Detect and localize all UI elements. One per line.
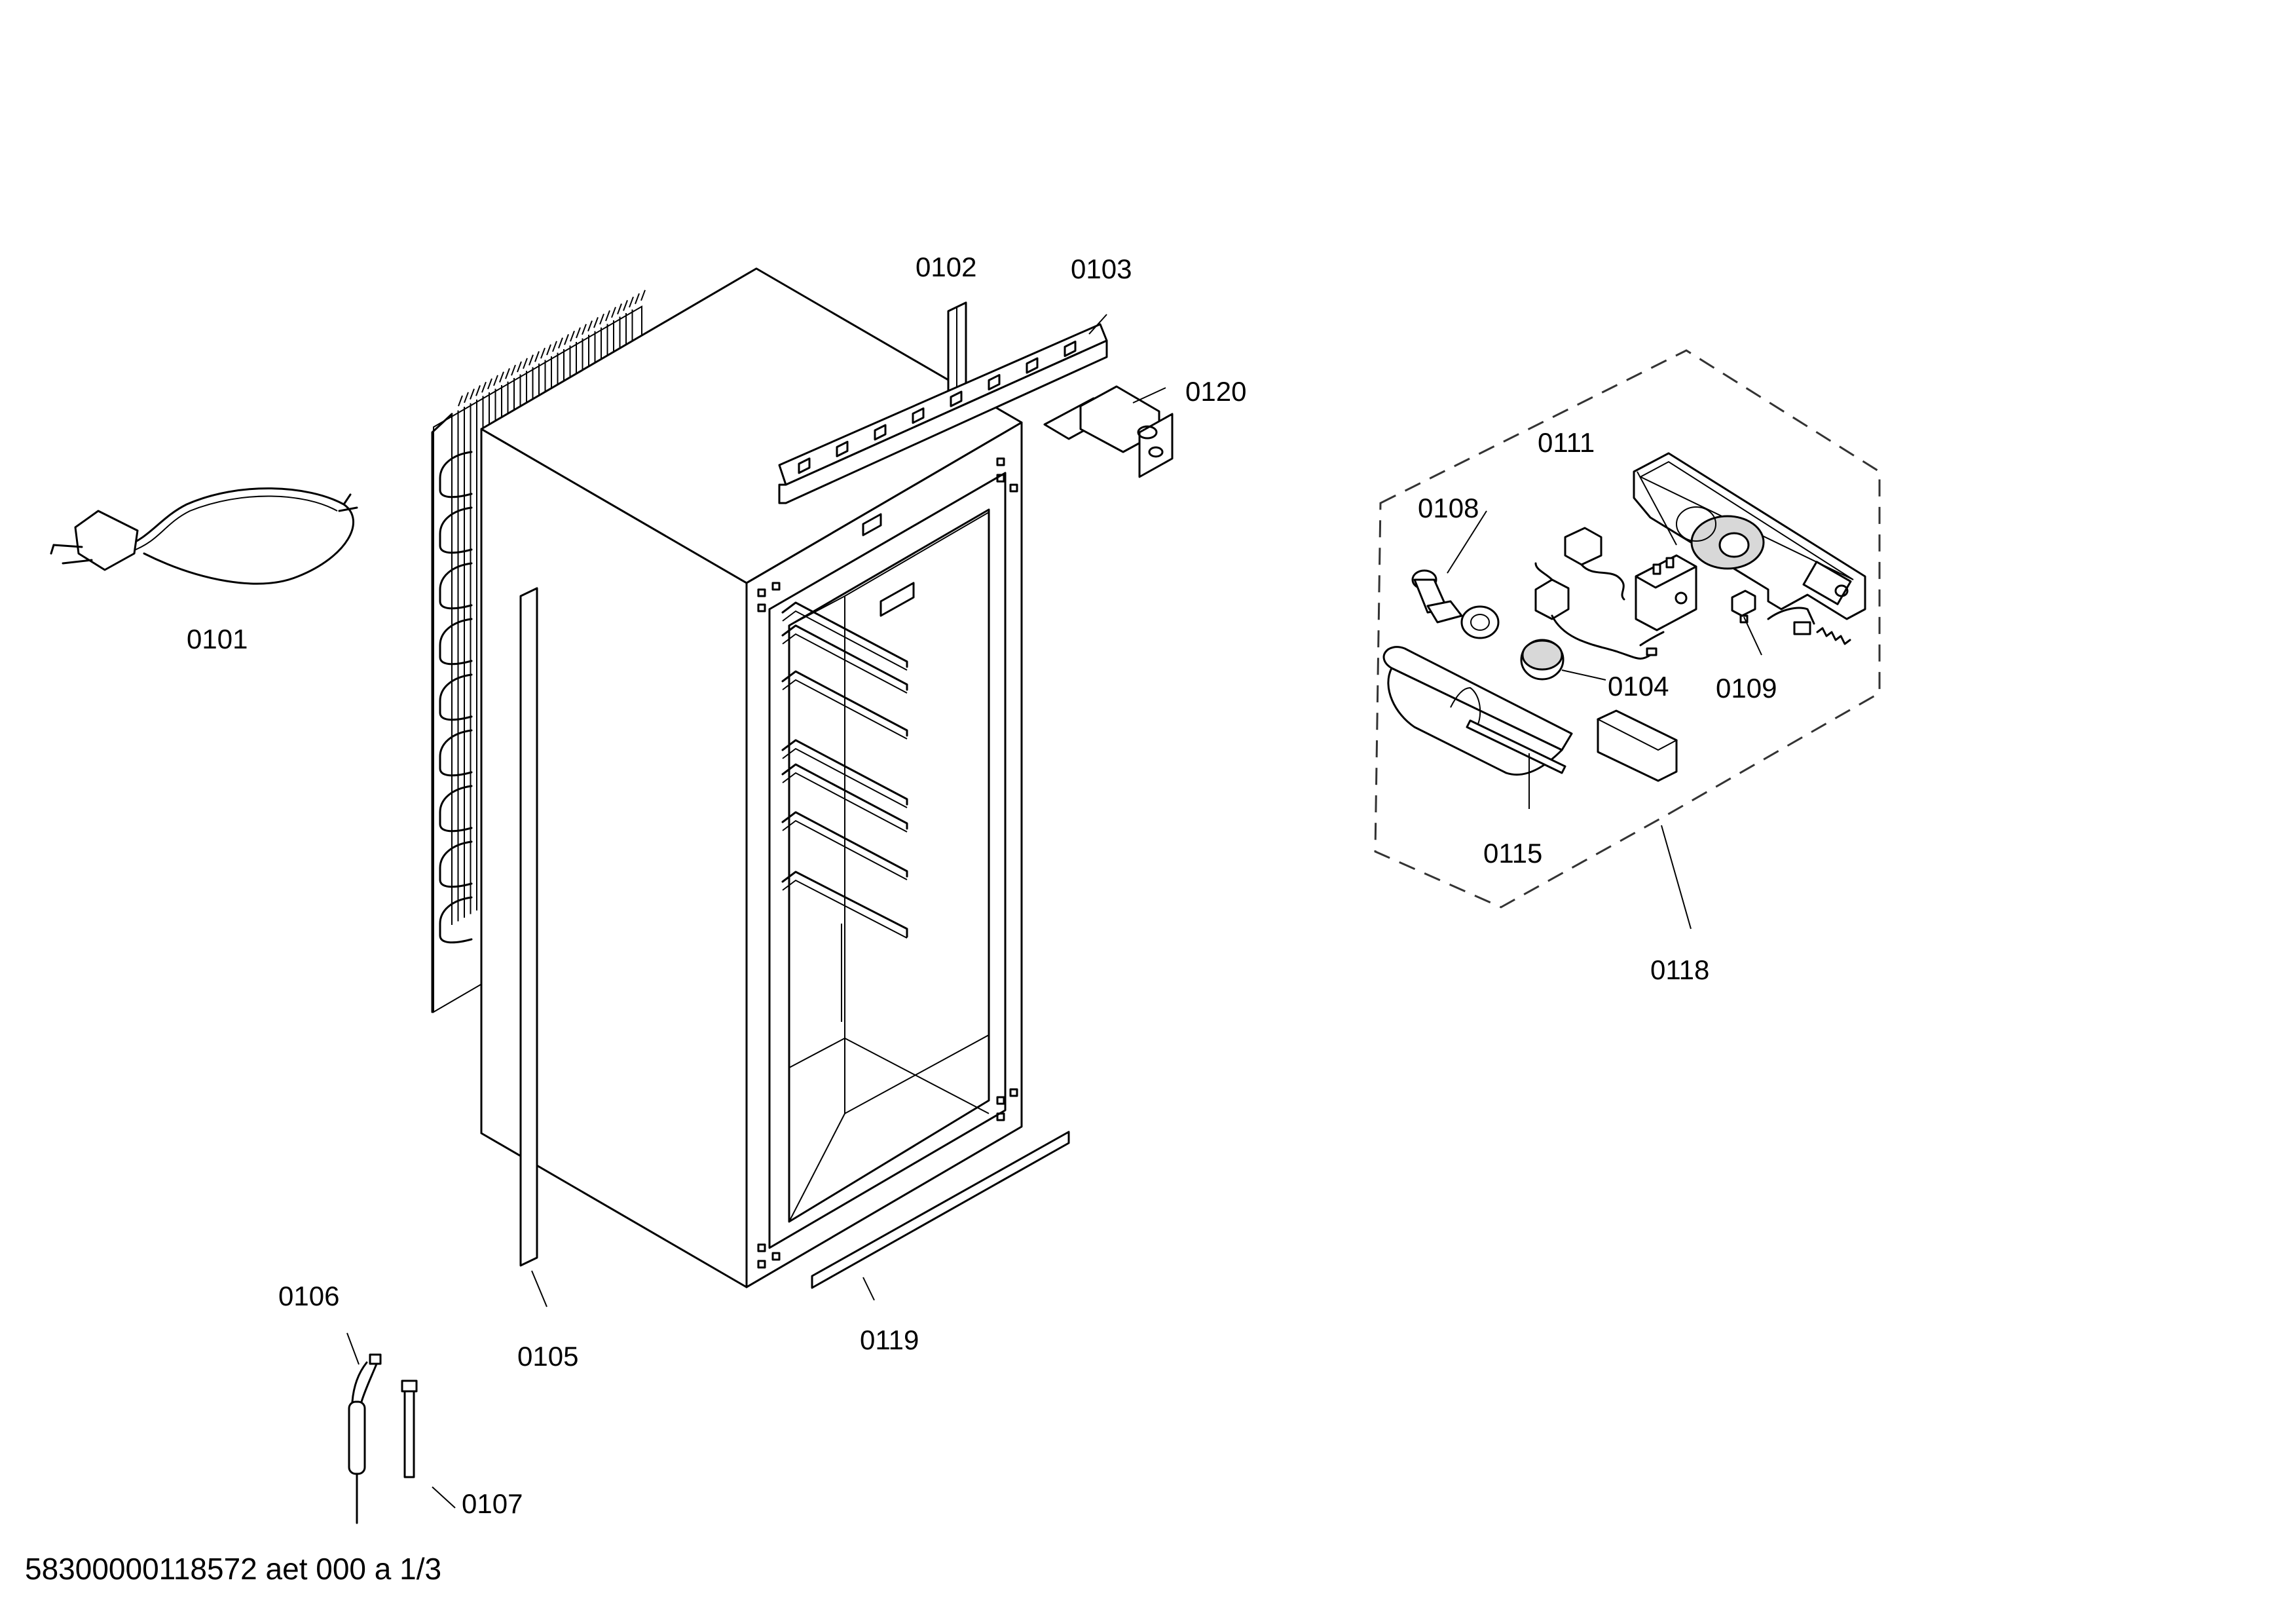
part-0118-control-kit-boundary bbox=[1374, 349, 1881, 909]
part-0119-strip bbox=[811, 1131, 1070, 1289]
part-0111-switch bbox=[1534, 527, 1697, 660]
leader-lines bbox=[346, 314, 1762, 1509]
part-0105-strip bbox=[519, 587, 538, 1267]
label-0111: 0111 bbox=[1538, 427, 1595, 458]
part-0102-bracket bbox=[947, 301, 967, 398]
label-0118: 0118 bbox=[1650, 954, 1709, 985]
label-0109: 0109 bbox=[1716, 673, 1777, 704]
part-0109-connector bbox=[1731, 590, 1851, 645]
label-0101: 0101 bbox=[187, 624, 248, 654]
part-0104-knob bbox=[1520, 639, 1565, 681]
part-0120-hinge bbox=[1043, 385, 1174, 478]
label-0108: 0108 bbox=[1418, 493, 1479, 523]
label-0106: 0106 bbox=[278, 1281, 339, 1311]
switch-cover bbox=[1596, 709, 1678, 782]
label-0115: 0115 bbox=[1483, 838, 1542, 869]
label-0103: 0103 bbox=[1071, 253, 1132, 284]
lamp-housing bbox=[1633, 452, 1866, 620]
cabinet-body bbox=[480, 267, 1023, 1288]
part-labels: 0101 0102 0103 0104 0105 0106 0107 0108 … bbox=[187, 252, 1777, 1519]
label-0104: 0104 bbox=[1608, 671, 1669, 702]
document-reference: 58300000118572 aet 000 a 1/3 bbox=[25, 1552, 442, 1586]
part-0115-light-cover bbox=[1382, 646, 1573, 776]
part-0108-lamp bbox=[1411, 569, 1500, 639]
label-0102: 0102 bbox=[916, 252, 976, 282]
part-0101-power-cord bbox=[50, 487, 358, 585]
part-0106-sensor bbox=[348, 1353, 382, 1524]
label-0105: 0105 bbox=[517, 1341, 578, 1372]
label-0119: 0119 bbox=[860, 1324, 919, 1355]
label-0107: 0107 bbox=[462, 1488, 523, 1519]
part-0107-probe bbox=[401, 1379, 418, 1478]
part-0103-top-rail bbox=[778, 323, 1108, 504]
label-0120: 0120 bbox=[1185, 376, 1246, 407]
